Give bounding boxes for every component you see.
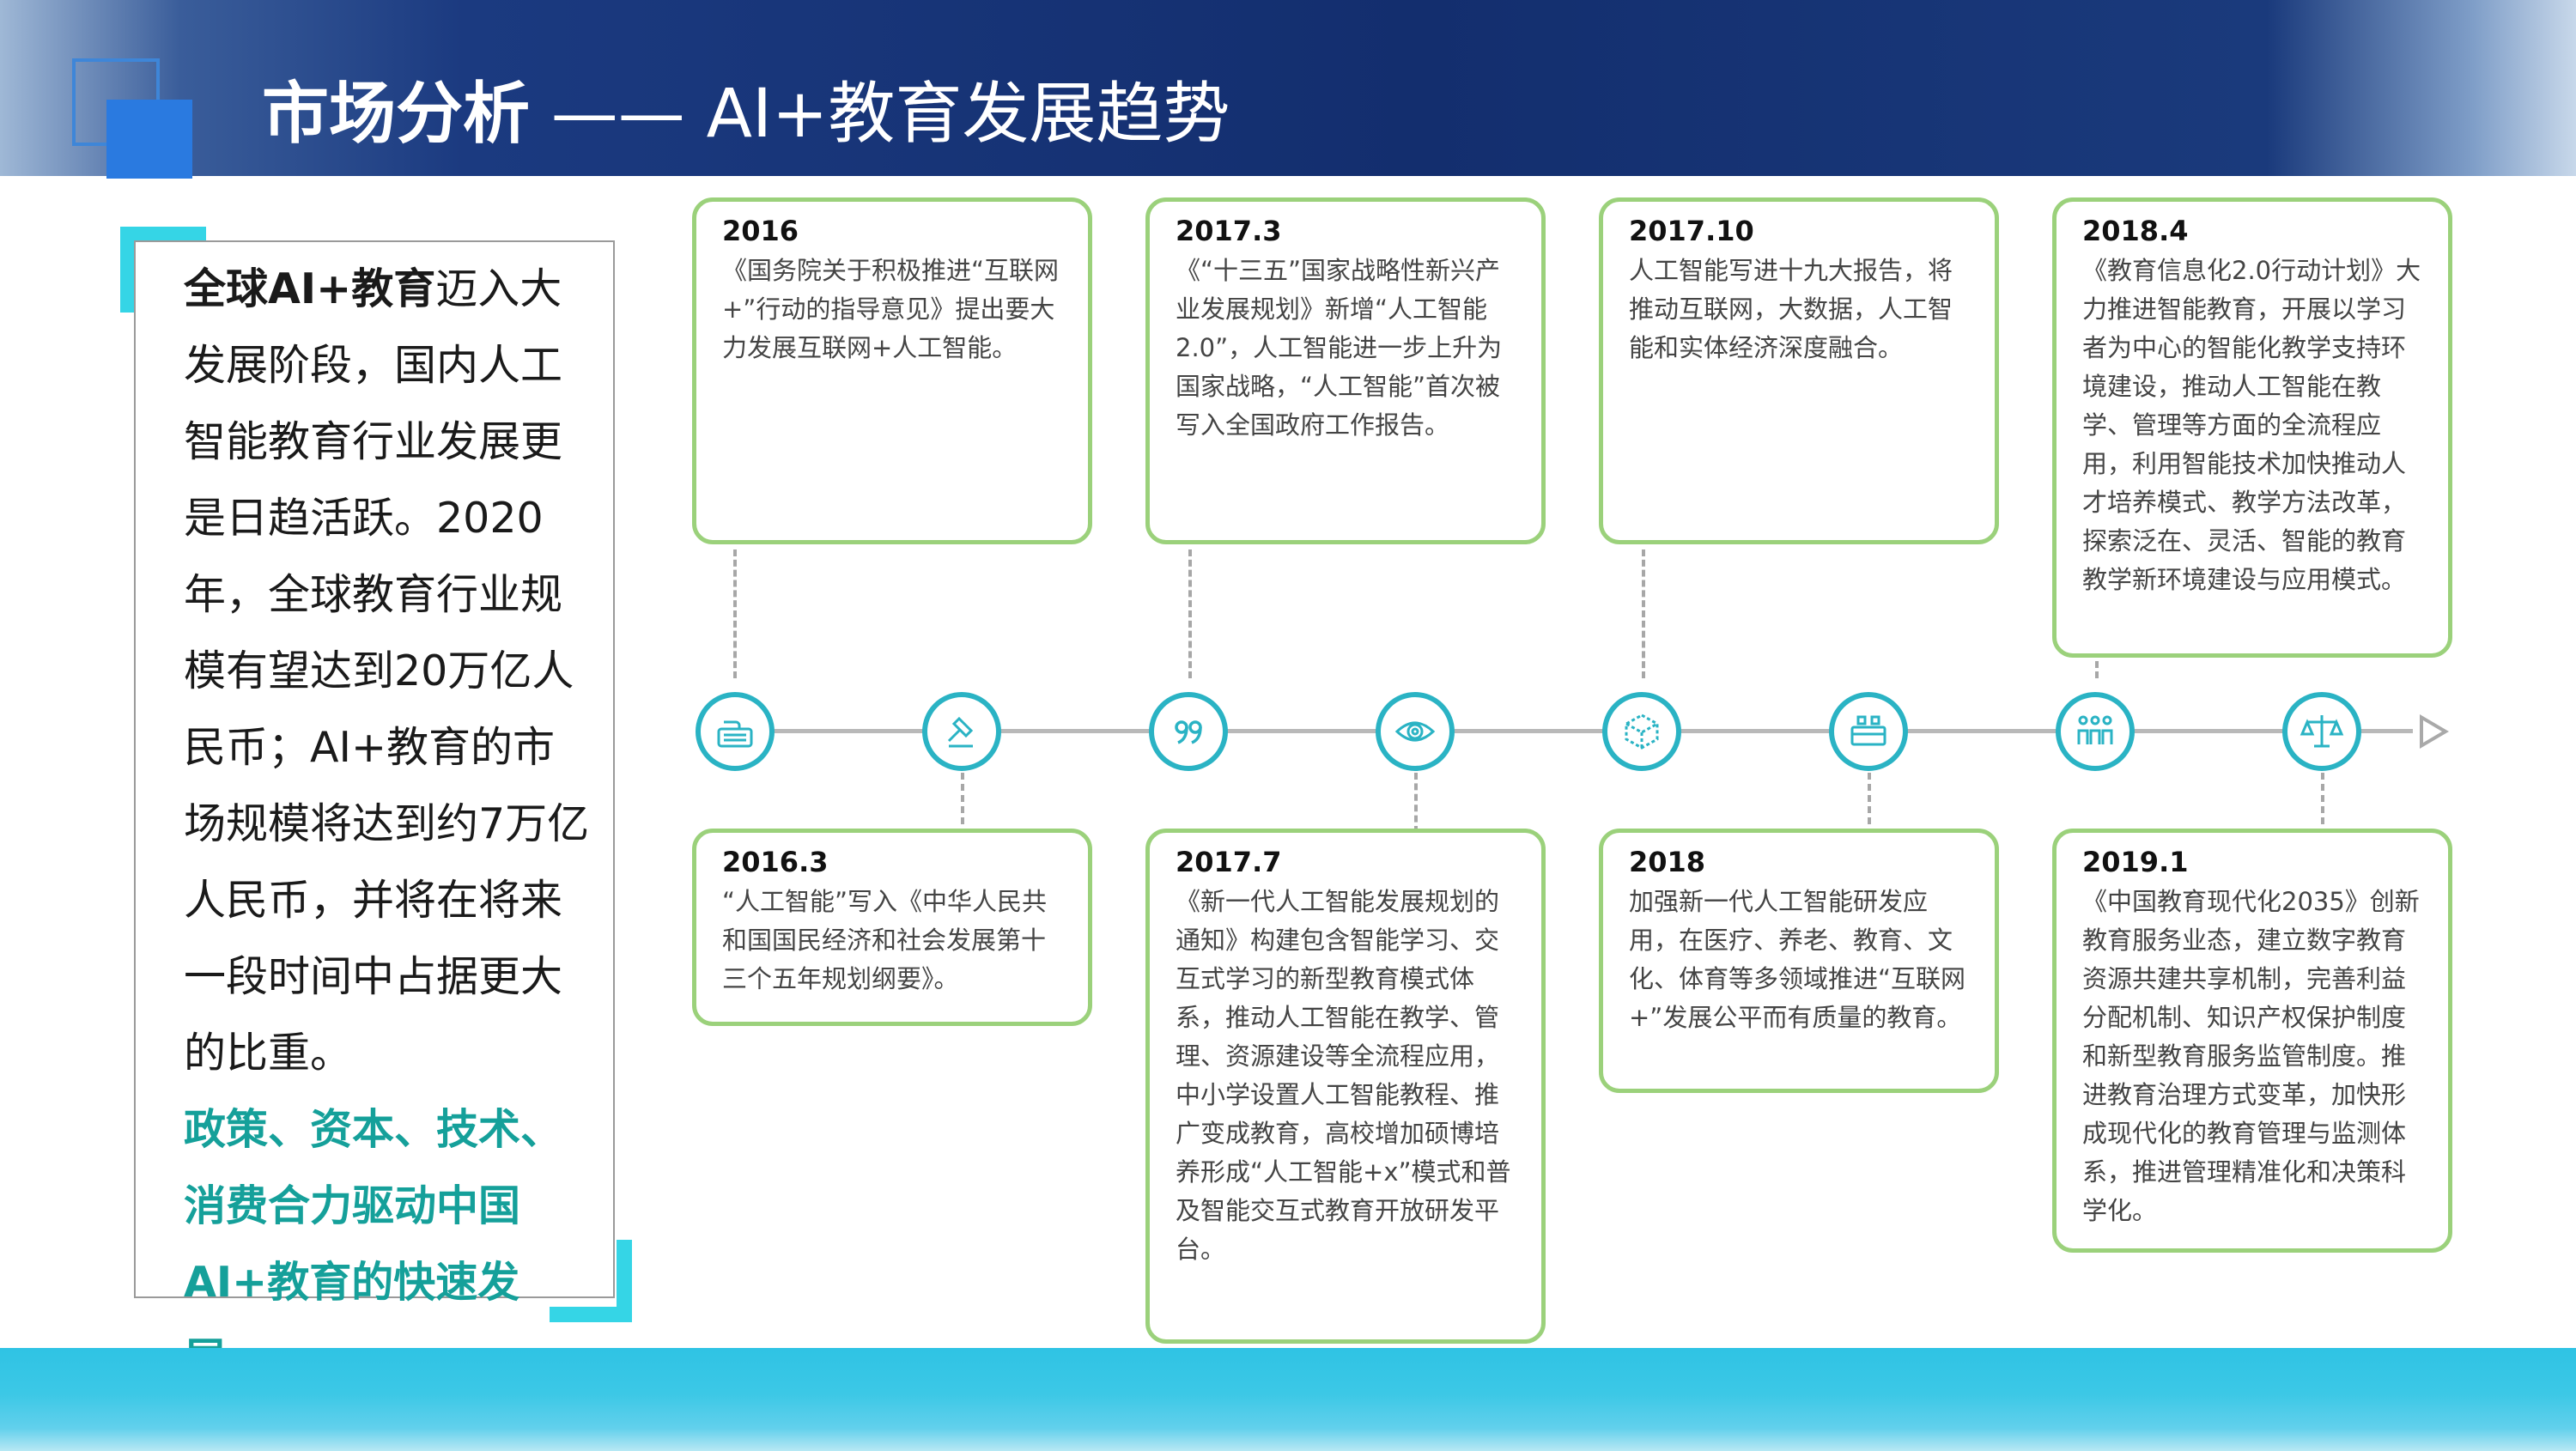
connector bbox=[1188, 549, 1192, 678]
event-card-2017-10: 2017.10 人工智能写进十九大报告，将推动互联网，大数据，人工智能和实体经济… bbox=[1599, 197, 1999, 544]
timeline-node-7 bbox=[2056, 692, 2135, 771]
quote-icon bbox=[1175, 720, 1202, 744]
event-date: 2019.1 bbox=[2082, 846, 2189, 878]
footer-band bbox=[0, 1348, 2576, 1451]
event-desc: 加强新一代人工智能研发应用，在医疗、养老、教育、文化、体育等多领域推进“互联网+… bbox=[1629, 887, 1966, 1032]
meeting-icon bbox=[1850, 715, 1886, 746]
intro-card: 全球AI+教育迈入大发展阶段，国内人工智能教育行业发展更是日趋活跃。2020年，… bbox=[134, 240, 615, 1383]
event-date: 2016 bbox=[722, 215, 799, 247]
event-date: 2018 bbox=[1629, 846, 1706, 878]
event-desc: 《中国教育现代化2035》创新教育服务业态，建立数字教育资源共建共享机制，完善利… bbox=[2082, 887, 2420, 1225]
event-card-2018: 2018 加强新一代人工智能研发应用，在医疗、养老、教育、文化、体育等多领域推进… bbox=[1599, 829, 1999, 1093]
timeline-node-8 bbox=[2282, 692, 2361, 771]
card-corner-bottom-right bbox=[550, 1240, 632, 1322]
connector bbox=[961, 773, 964, 824]
intro-text: 全球AI+教育迈入大发展阶段，国内人工智能教育行业发展更是日趋活跃。2020年，… bbox=[184, 251, 596, 1397]
event-desc: 人工智能写进十九大报告，将推动互联网，大数据，人工智能和实体经济深度融合。 bbox=[1629, 256, 1953, 362]
eye-icon bbox=[1394, 721, 1436, 742]
page-title: 市场分析 —— AI+教育发展趋势 bbox=[262, 67, 1230, 161]
keyboard-icon bbox=[717, 720, 753, 748]
connector bbox=[1642, 549, 1645, 678]
decor-square-filled bbox=[106, 100, 192, 179]
event-card-2017-3: 2017.3 《“十三五”国家战略性新兴产业发展规划》新增“人工智能2.0”，人… bbox=[1145, 197, 1546, 544]
event-date: 2016.3 bbox=[722, 846, 829, 878]
cube-icon bbox=[1625, 713, 1659, 750]
intro-highlight: 政策、资本、技术、消费合力驱动中国AI+教育的快速发展。 bbox=[184, 1105, 563, 1383]
title-rest: AI+教育发展趋势 bbox=[706, 76, 1230, 153]
connector bbox=[1414, 773, 1418, 833]
connector bbox=[2321, 773, 2324, 824]
event-card-2019-1: 2019.1 《中国教育现代化2035》创新教育服务业态，建立数字教育资源共建共… bbox=[2052, 829, 2452, 1253]
timeline-axis bbox=[738, 729, 2413, 733]
timeline-node-6 bbox=[1829, 692, 1908, 771]
timeline-node-2 bbox=[922, 692, 1001, 771]
gavel-icon bbox=[947, 716, 974, 748]
card-corner-top-left bbox=[120, 227, 206, 313]
connector bbox=[1868, 773, 1871, 824]
event-card-2016-3: 2016.3 “人工智能”写入《中华人民共和国国民经济和社会发展第十三个五年规划… bbox=[692, 829, 1092, 1026]
timeline-node-5 bbox=[1602, 692, 1681, 771]
event-date: 2017.3 bbox=[1176, 215, 1282, 247]
connector bbox=[733, 549, 737, 678]
event-desc: 《“十三五”国家战略性新兴产业发展规划》新增“人工智能2.0”，人工智能进一步上… bbox=[1176, 256, 1503, 440]
timeline-node-4 bbox=[1376, 692, 1455, 771]
connector bbox=[2095, 661, 2099, 678]
event-desc: 《教育信息化2.0行动计划》大力推进智能教育，开展以学习者为中心的智能化教学支持… bbox=[2082, 256, 2421, 594]
event-desc: 《新一代人工智能发展规划的通知》构建包含智能学习、交互式学习的新型教育模式体系，… bbox=[1176, 887, 1511, 1264]
event-card-2016: 2016 《国务院关于积极推进“互联网+”行动的指导意见》提出要大力发展互联网+… bbox=[692, 197, 1092, 544]
scale-icon bbox=[2300, 715, 2344, 748]
title-bold: 市场分析 bbox=[262, 76, 531, 153]
intro-lead: 全球AI+教育 bbox=[184, 264, 436, 313]
people-icon bbox=[2077, 715, 2113, 744]
header-banner: 市场分析 —— AI+教育发展趋势 bbox=[0, 0, 2576, 179]
event-desc: “人工智能”写入《中华人民共和国国民经济和社会发展第十三个五年规划纲要》。 bbox=[722, 887, 1048, 993]
event-card-2018-4: 2018.4 《教育信息化2.0行动计划》大力推进智能教育，开展以学习者为中心的… bbox=[2052, 197, 2452, 658]
event-card-2017-7: 2017.7 《新一代人工智能发展规划的通知》构建包含智能学习、交互式学习的新型… bbox=[1145, 829, 1546, 1344]
event-date: 2018.4 bbox=[2082, 215, 2189, 247]
timeline-node-1 bbox=[696, 692, 775, 771]
event-date: 2017.10 bbox=[1629, 215, 1754, 247]
event-desc: 《国务院关于积极推进“互联网+”行动的指导意见》提出要大力发展互联网+人工智能。 bbox=[722, 256, 1060, 362]
intro-body: 迈入大发展阶段，国内人工智能教育行业发展更是日趋活跃。2020年，全球教育行业规… bbox=[184, 264, 590, 1078]
timeline-node-3 bbox=[1149, 692, 1228, 771]
title-separator: —— bbox=[530, 76, 707, 153]
event-date: 2017.7 bbox=[1176, 846, 1282, 878]
